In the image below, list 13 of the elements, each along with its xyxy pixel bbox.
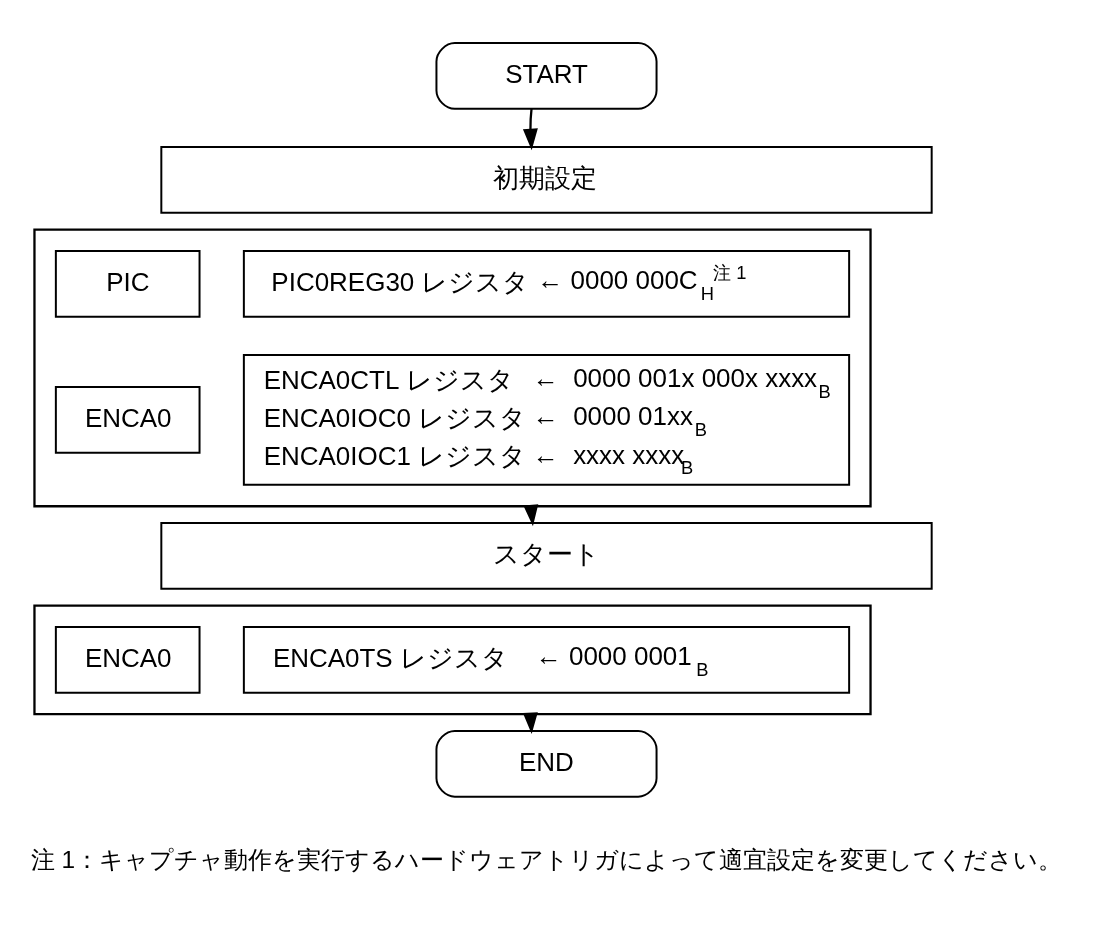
cluster <box>33 603 872 715</box>
node-box: ENCA0CTL レジスタ ← 0000 001x 000x xxxx$_{B}$ ENCA0IOC0 レジスタ ← 0000 01xx$_{B}$ ENCA0IOC1 レジスタ ← xxxx xxxx$_{B}$ <box>242 353 851 486</box>
node-box: スタート <box>160 521 933 590</box>
node-box: ENCA0 <box>54 385 201 454</box>
node-box: ENCA0TS レジスタ ← 0000 0001$_{B}$ <box>242 625 851 694</box>
node-box: ENCA0 <box>54 625 201 694</box>
cluster <box>33 227 872 507</box>
node-box: END <box>435 729 658 798</box>
node-box: 初期設定 <box>160 145 933 214</box>
arrow <box>522 108 538 150</box>
node-box: PIC <box>54 249 201 318</box>
node-box: START <box>435 41 658 110</box>
label: 注 1：キャプチャ動作を実行するハードウェアトリガによって適宜設定を変更してください。 <box>30 845 1063 873</box>
